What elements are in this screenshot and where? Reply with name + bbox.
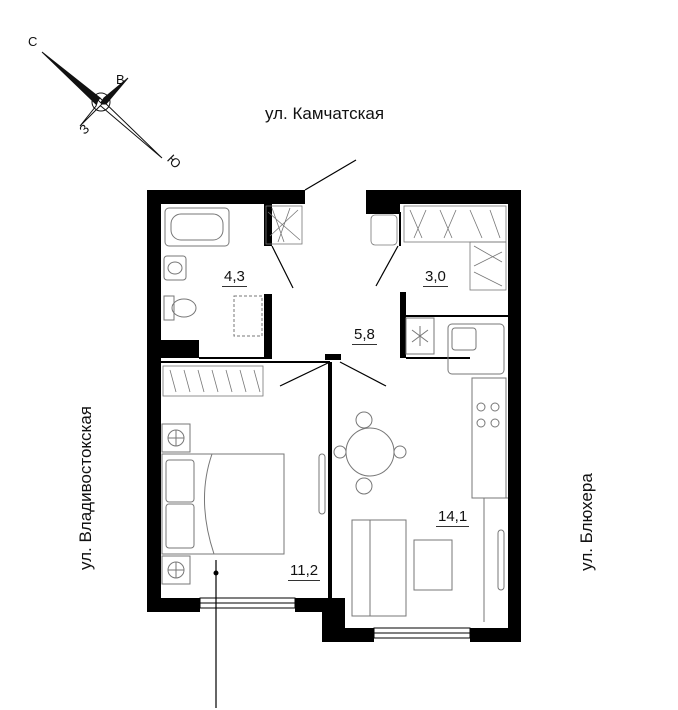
bathtub xyxy=(164,207,230,247)
wall-hall-top-right xyxy=(366,204,400,214)
street-right: ул. Блюхера xyxy=(577,473,596,571)
wall-partition-stub xyxy=(325,354,341,360)
nightstand-top xyxy=(161,423,191,453)
compass-west: З xyxy=(76,121,92,137)
dining-table xyxy=(345,427,395,477)
bedroom-furniture xyxy=(161,423,326,585)
room-area-bathroom: 4,3 xyxy=(222,268,247,287)
sink xyxy=(163,255,187,281)
fridge xyxy=(405,317,435,355)
wall-left xyxy=(147,190,161,612)
street-top: ул. Камчатская xyxy=(265,104,385,123)
compass-south: Ю xyxy=(164,152,184,172)
bathtub-inner xyxy=(170,213,224,241)
wall-top-right xyxy=(366,190,521,204)
wall-bottom-right-b xyxy=(470,628,521,642)
storage-hatches xyxy=(162,205,507,397)
partitions xyxy=(161,212,508,598)
windows xyxy=(199,560,471,708)
walls xyxy=(147,190,521,642)
room-area-wardrobe: 3,0 xyxy=(423,268,448,287)
wall-bottom-right-a xyxy=(322,628,374,642)
wardrobe-door xyxy=(375,245,399,287)
wall-right xyxy=(508,190,521,642)
bath-door xyxy=(271,245,294,289)
wall-top-left xyxy=(147,190,305,204)
compass-needle-north xyxy=(41,51,105,107)
coffee-table xyxy=(413,539,453,591)
hall-sink xyxy=(370,214,398,246)
wall-bottom-left-a xyxy=(147,598,200,612)
bedroom-wardrobe xyxy=(162,365,264,397)
bedroom-tv xyxy=(318,453,326,515)
compass-needle-south xyxy=(95,97,163,159)
entry-door xyxy=(304,159,357,191)
hall-closet xyxy=(265,205,303,245)
compass-ring xyxy=(91,92,111,112)
toilet-bowl xyxy=(171,298,197,318)
bedroom-door xyxy=(279,361,331,387)
kitchen-door xyxy=(339,361,387,387)
nightstand-bottom xyxy=(161,555,191,585)
toilet-tank xyxy=(163,295,175,321)
wardrobe-rail-top xyxy=(403,205,507,243)
doors xyxy=(271,159,399,387)
compass-north: С xyxy=(28,34,37,49)
wall-kitchen-left xyxy=(400,292,406,358)
compass-needle-west xyxy=(79,99,103,127)
wall-bath-right-bottom xyxy=(264,294,272,358)
washing-machine xyxy=(233,295,263,337)
compass-east: В xyxy=(116,72,125,87)
room-area-hallway: 5,8 xyxy=(352,326,377,345)
kitchen-tv xyxy=(497,529,505,591)
kitchen-counter xyxy=(471,377,507,499)
kitchen-sink xyxy=(447,323,505,375)
kitchen-furniture xyxy=(333,317,508,622)
street-left: ул. Владивостокская xyxy=(76,405,95,571)
wall-bath-right-top xyxy=(264,204,272,246)
room-area-kitchen-living: 14,1 xyxy=(436,508,470,527)
room-area-bedroom: 11,2 xyxy=(288,562,321,581)
bed xyxy=(161,453,285,555)
wall-bath-bottom xyxy=(161,340,199,358)
compass: С Ю В З xyxy=(28,34,184,171)
wardrobe-rail-side xyxy=(469,241,507,291)
sofa xyxy=(351,519,407,617)
bathroom-fixtures xyxy=(163,207,263,337)
